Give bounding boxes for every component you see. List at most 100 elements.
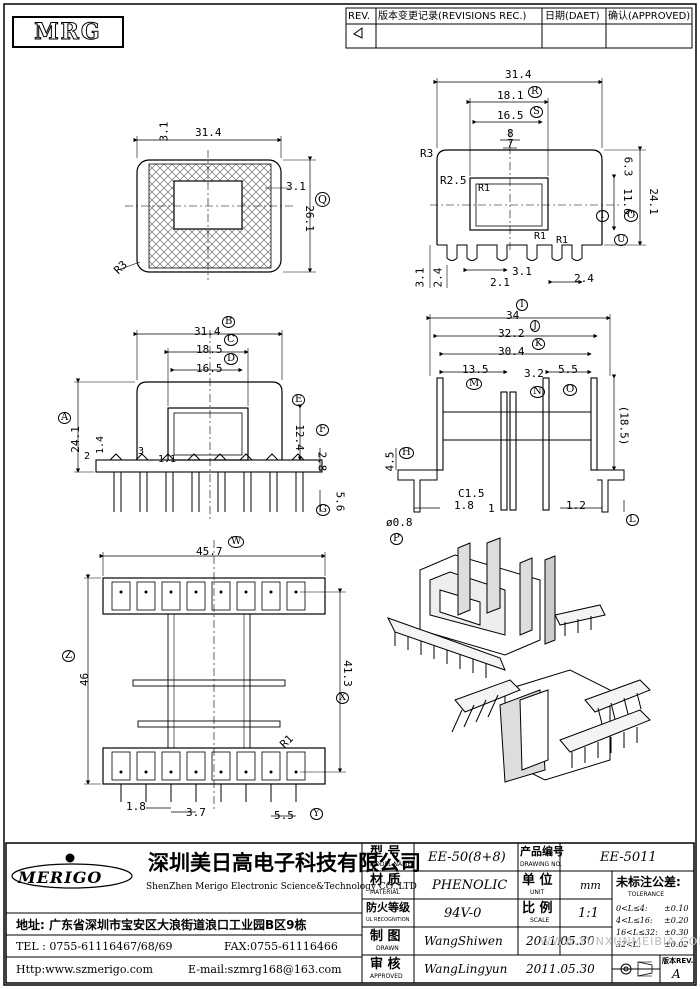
dim-label: 2.4 <box>574 272 594 285</box>
dim-label: 3 <box>138 446 145 457</box>
ref-circle-label: C <box>224 334 238 346</box>
view-bottom-left <box>84 540 346 817</box>
fire-label-en: UL RECOGNITION <box>366 917 410 923</box>
drawing-label-en: DRAWING NO. <box>520 861 562 868</box>
model-label-cn: 型 号 <box>370 845 401 860</box>
dim-label: R1 <box>478 183 491 194</box>
dim-label: 32.2 <box>498 327 525 340</box>
tel-text: TEL : 0755-61116467/68/69 <box>16 940 173 953</box>
dim-label: 24.1 <box>646 188 660 215</box>
dim-label: 1.8 <box>454 499 474 512</box>
record-col-header: 版本变更记录(REVISIONS REC.) <box>378 11 527 22</box>
tolerance-value: ±0.20 <box>664 916 689 925</box>
revision-table <box>345 7 693 49</box>
dim-label: 2.8 <box>315 451 329 472</box>
tolerance-value: ±0.02 <box>664 940 689 949</box>
company-name-en: ShenZhen Merigo Electronic Science&Techn… <box>146 882 417 892</box>
ref-circle-label: I <box>516 299 528 311</box>
dim-label: 26.1 <box>302 205 316 232</box>
drawing-label-cn: 产品编号 <box>520 845 564 858</box>
drawn-by-value: WangShiwen <box>424 934 503 948</box>
unit-label-en: UNIT <box>530 889 545 896</box>
dim-label: 1.2 <box>566 499 586 512</box>
model-value: EE-50(8+8) <box>428 850 506 865</box>
tolerance-range: 0<L≤4: <box>616 904 648 913</box>
dim-label: 16.5 <box>196 362 223 375</box>
dim-label: 12.4 <box>292 424 306 451</box>
dim-label: 31.4 <box>195 126 222 139</box>
website-text: Http:www.szmerigo.com <box>16 963 153 976</box>
dim-label: (18.5) <box>617 405 631 446</box>
ref-circle-label: U <box>614 234 629 246</box>
watermark-text: WWW.YUNXUNMEIBIA.COM <box>540 935 700 948</box>
dim-label: 30.4 <box>498 345 525 358</box>
fax-text: FAX:0755-61116466 <box>224 940 338 953</box>
ref-circle-label: Y <box>310 808 323 820</box>
ref-circle-label: J <box>530 320 541 332</box>
view-mid-right <box>395 314 625 513</box>
dim-label: 18.5 <box>196 343 223 356</box>
dim-label: 3.1 <box>413 267 427 288</box>
approved-date-value: 2011.05.30 <box>526 962 595 976</box>
tolerance-value: ±0.30 <box>664 928 689 937</box>
dim-label: R1 <box>534 231 547 242</box>
dim-label: 13.5 <box>462 363 489 376</box>
drawn-label-en: DRAWN <box>376 945 399 952</box>
ref-circle-label: Q <box>315 192 331 207</box>
merigo-logo <box>11 853 133 889</box>
ref-circle-label: K <box>532 338 546 350</box>
approved-label-cn: 审 核 <box>370 957 401 972</box>
dim-label: 1 <box>488 502 495 515</box>
ref-circle-label: O <box>563 384 578 396</box>
view-mid-left <box>74 330 323 520</box>
dim-label: 24.1 <box>68 426 82 453</box>
dim-label: 16.5 <box>497 109 524 122</box>
scale-label-cn: 比 例 <box>522 901 553 916</box>
dim-label: ø0.8 <box>386 516 413 529</box>
ref-circle-label: M <box>466 378 483 390</box>
rev-value: A <box>672 967 681 981</box>
dim-label: 5.5 <box>558 363 578 376</box>
dim-label: 45.7 <box>196 545 223 558</box>
rev-label: 版本REV. <box>662 957 694 965</box>
ref-circle-label: T <box>596 210 609 222</box>
view-top-left <box>117 136 316 280</box>
dim-label: R1 <box>556 235 569 246</box>
dim-label: 7 <box>507 137 514 150</box>
approved-label-en: APPROVED <box>370 973 403 980</box>
title-block-grid <box>5 842 695 984</box>
drawing-value: EE-5011 <box>600 850 657 865</box>
dim-label: C1.5 <box>458 487 485 500</box>
dim-label: 5.5 <box>274 809 294 822</box>
tolerance-range: 4<L≤16: <box>616 916 653 925</box>
unit-value: mm <box>580 879 601 892</box>
dim-label: 1.8 <box>126 800 146 813</box>
dim-label: 1.1 <box>158 454 177 465</box>
dim-label: 2.4 <box>431 267 445 288</box>
ref-circle-label: G <box>316 504 330 516</box>
email-text: E-mail:szmrg168@163.com <box>188 963 342 976</box>
dim-label: 3.1 <box>286 180 306 193</box>
fire-value: 94V-0 <box>444 906 482 921</box>
model-label-en: MODEL NAME <box>370 861 412 868</box>
tolerance-range: 32<L: <box>616 940 641 949</box>
scale-value: 1:1 <box>578 906 599 921</box>
ref-circle-label: N <box>530 386 545 398</box>
merigo-brand: MERIGO <box>18 868 103 887</box>
dim-label: 6.3 <box>621 156 635 177</box>
dim-label: R2.5 <box>440 174 467 187</box>
view-top-right <box>429 78 646 288</box>
unit-label-cn: 单 位 <box>522 873 553 888</box>
ref-circle-label: Z <box>62 650 75 662</box>
dim-label: 3.7 <box>186 806 206 819</box>
dim-label: R3 <box>420 147 434 160</box>
tolerance-value: ±0.10 <box>664 904 689 913</box>
company-logo: MRG <box>12 16 124 48</box>
drawn-date-value: 2011.05.30 <box>526 934 595 948</box>
ref-circle-label: E <box>292 394 306 406</box>
dim-label: 2 <box>84 451 91 462</box>
ref-circle-label: S <box>530 106 543 118</box>
tolerance-label-cn: 未标注公差: <box>616 875 681 889</box>
dim-label: 3.1 <box>157 121 171 142</box>
